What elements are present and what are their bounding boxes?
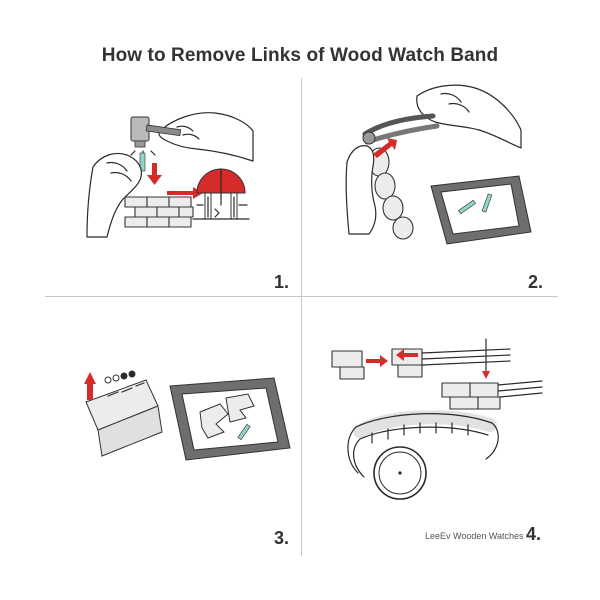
watch-band-links [124, 196, 194, 228]
vertical-divider [301, 78, 302, 556]
band-piece-left [331, 350, 365, 380]
watch-band-end [85, 370, 163, 457]
down-arrow-icon [147, 163, 162, 185]
watch-band-vertical [368, 147, 414, 240]
pin-press-detail [192, 168, 250, 220]
brand-caption: LeeEv Wooden Watches [425, 531, 524, 541]
hammer-icon [130, 116, 182, 148]
horizontal-divider [45, 296, 558, 297]
pliers-hand [416, 84, 522, 149]
step-2-illustration [345, 84, 532, 245]
down-arrow-icon [482, 338, 490, 379]
holding-hand [86, 152, 142, 238]
step-number-2: 2. [528, 272, 544, 292]
parts-tray [430, 175, 532, 245]
holding-hand [345, 145, 377, 235]
assembled-watch [347, 410, 499, 500]
step-number-1: 1. [274, 272, 290, 292]
step-number-4: 4. [526, 524, 542, 544]
watch-pin [139, 152, 146, 172]
diagram-title: How to Remove Links of Wood Watch Band [101, 45, 499, 66]
join-arrows-icon [366, 349, 418, 367]
pliers-icon [362, 113, 440, 145]
step-1-illustration [86, 112, 254, 238]
hammer-hand [158, 112, 254, 162]
pin-push-arrow-icon [373, 138, 397, 158]
up-arrow-icon [84, 372, 96, 400]
parts-tray [169, 377, 291, 461]
step-3-illustration [84, 370, 291, 461]
step-number-3: 3. [274, 528, 290, 548]
step-4-illustration [331, 338, 543, 500]
reconnected-band [441, 380, 543, 410]
